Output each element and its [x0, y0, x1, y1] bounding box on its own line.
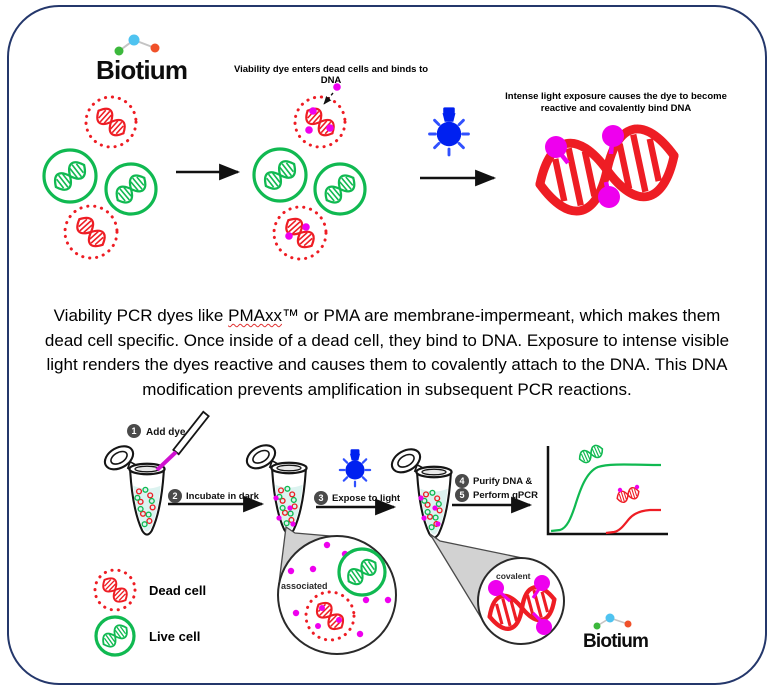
dead-cell-with-dye-icon [304, 590, 356, 642]
description-paragraph: Viability PCR dyes like PMAxx™ or PMA ar… [36, 304, 738, 402]
free-dye-dot-icon [333, 83, 341, 91]
green-dna-mini-icon [576, 442, 606, 466]
legend-live-cell-icon [94, 615, 136, 657]
step-4-badge: 4 [455, 474, 469, 488]
biotium-wordmark: Biotium [583, 631, 649, 652]
step-5-label: Perform qPCR [473, 490, 538, 501]
biotium-logo-top: Biotium [96, 33, 188, 85]
pipette-icon [155, 410, 210, 472]
step-2-label: Incubate in dark [186, 491, 259, 502]
plot-axes [546, 446, 668, 536]
step-2-badge: 2 [168, 489, 182, 503]
legend-dead-cell-icon [93, 568, 137, 612]
biotium-wordmark: Biotium [96, 55, 188, 85]
dye-entry-arrow-icon [323, 92, 334, 105]
step-3-label: Expose to light [332, 493, 401, 504]
zoom-bubble-associated [277, 535, 397, 655]
paragraph-after: ™ or PMA are membrane-impermeant, which … [44, 306, 730, 399]
dye-dots-in-tube-2 [273, 495, 296, 527]
biotium-molecule-icon [593, 613, 632, 630]
free-dye-dots [287, 541, 392, 638]
live-dna-curve [550, 463, 662, 533]
qpcr-amplification-plot [546, 442, 668, 536]
pmaxx-product-name: PMAxx [228, 306, 282, 325]
light-bulb-icon [428, 105, 470, 157]
tube-2-icon [241, 439, 308, 535]
zoom-label-associated: associated [281, 581, 328, 591]
tube-1-icon [99, 440, 166, 536]
dye-dots-in-tube-3 [418, 495, 441, 527]
dead-dna-curve [605, 508, 661, 535]
caption-light-line1: Intense light exposure causes the dye to… [505, 91, 727, 102]
tube-3-icon [386, 443, 453, 539]
dead-cell-icon [84, 95, 138, 149]
panel-cells-before-dye [42, 95, 158, 260]
paragraph-before: Viability PCR dyes like [53, 306, 229, 325]
zoom-bubble-covalent [477, 557, 565, 645]
legend-dead-cell-label: Dead cell [149, 583, 207, 598]
biotium-logo-bottom: Biotium [583, 612, 649, 652]
live-cell-icon [252, 147, 308, 203]
live-cell-icon [337, 547, 387, 597]
step-3-badge: 3 [314, 491, 328, 505]
biotium-molecule-icon [114, 34, 160, 56]
live-cell-icon [104, 162, 158, 216]
dna-with-covalent-dye-icon [533, 122, 681, 218]
legend-live-cell-label: Live cell [149, 629, 201, 644]
caption-light-exposure: Intense light exposure causes the dye to… [496, 91, 736, 114]
step-5-badge: 5 [455, 488, 469, 502]
caption-light-line2: reactive and covalently bind DNA [540, 102, 692, 114]
live-cell-icon [42, 148, 98, 204]
step-1-label: Add dye [146, 427, 186, 438]
step-4-label: Purify DNA & [473, 476, 533, 487]
zoom-label-covalent: covalent [496, 571, 531, 581]
live-cell-icon [313, 162, 367, 216]
dead-cell-with-dye-icon [293, 95, 347, 149]
caption-dye-enters: Viability dye enters dead cells and bind… [233, 64, 429, 86]
dead-cell-with-dye-icon [272, 205, 328, 261]
panel-cells-with-dye [252, 83, 367, 261]
light-bulb-icon [338, 448, 372, 488]
step-1-badge: 1 [127, 424, 141, 438]
dead-cell-icon [63, 204, 119, 260]
